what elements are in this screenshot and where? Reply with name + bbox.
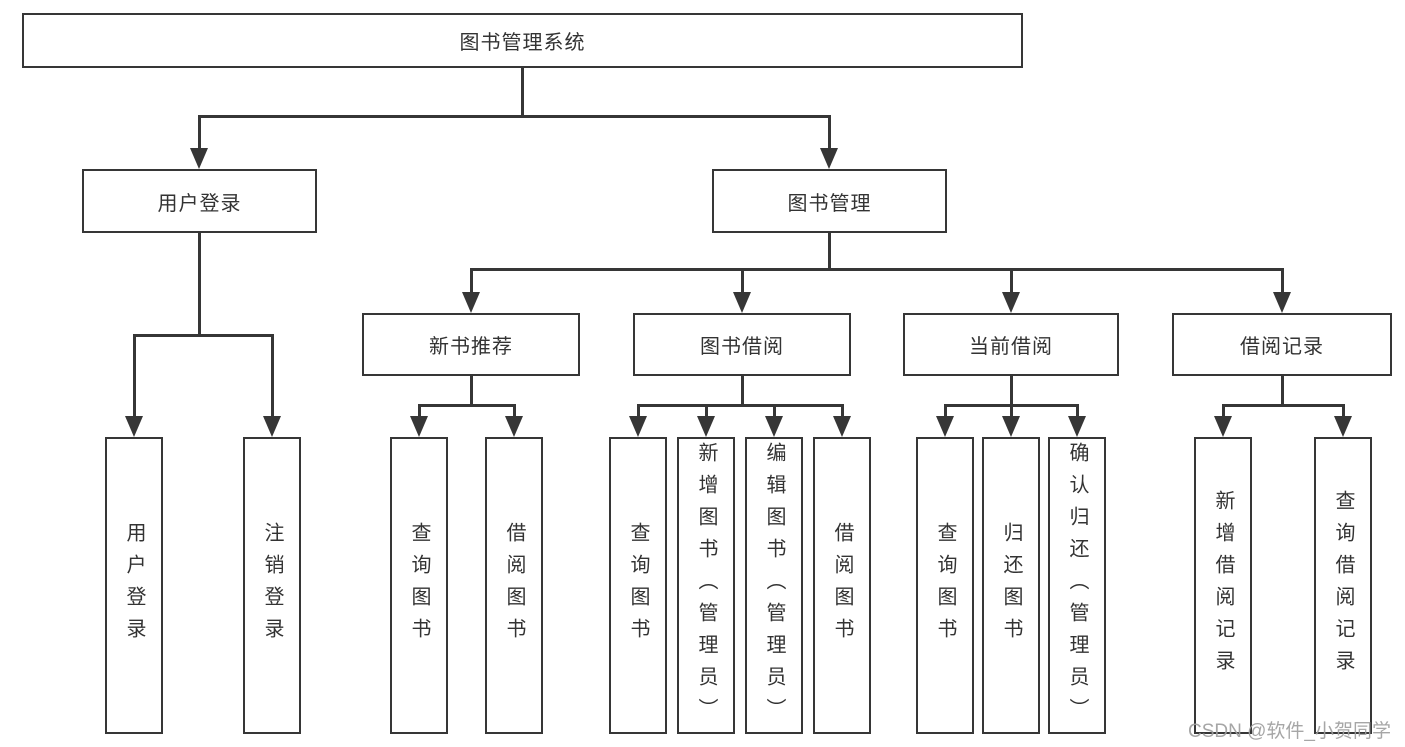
connector-to-bb-add (705, 404, 708, 418)
leaf-rec-borrow: 借阅图书 (485, 437, 543, 734)
connector-to-book-mgmt (828, 115, 831, 151)
connector-to-logout (271, 334, 274, 416)
arrowhead-rec-borrow (505, 416, 523, 437)
node-root: 图书管理系统 (22, 13, 1023, 68)
node-book-borrow: 图书借阅 (633, 313, 851, 376)
connector-root-trunk (521, 68, 524, 116)
arrowhead-logout (263, 416, 281, 437)
node-user-login-label: 用户登录 (157, 192, 242, 215)
leaf-cb-confirm: 确认归还（管理员） (1048, 437, 1106, 734)
leaf-rec-query: 查询图书 (390, 437, 448, 734)
arrowhead-rec-query (410, 416, 428, 437)
connector-to-br-add (1222, 404, 1225, 418)
leaf-bb-edit: 编辑图书（管理员） (745, 437, 803, 734)
leaf-bb-borrow-label: 借阅图书 (831, 521, 853, 650)
leaf-logout-label: 注销登录 (261, 521, 283, 650)
arrowhead-borrow-record (1273, 292, 1291, 313)
connector-to-bb-query (637, 404, 640, 418)
leaf-br-add: 新增借阅记录 (1194, 437, 1252, 734)
node-root-label: 图书管理系统 (459, 32, 586, 54)
connector-borrow-record-trunk (1281, 376, 1284, 406)
csdn-watermark: CSDN @软件_小贺同学 (1188, 721, 1391, 742)
node-user-login: 用户登录 (82, 169, 317, 233)
connector-user-login-trunk (198, 233, 201, 336)
node-book-mgmt-label: 图书管理 (787, 192, 872, 215)
node-current-borrow: 当前借阅 (903, 313, 1119, 376)
node-borrow-record: 借阅记录 (1172, 313, 1392, 376)
connector-user-login-horizontal (133, 334, 273, 337)
connector-new-book-rec-horizontal (418, 404, 515, 407)
connector-current-borrow-trunk (1010, 376, 1013, 406)
connector-to-user-login (198, 115, 201, 151)
connector-borrow-record-horizontal (1222, 404, 1343, 407)
node-borrow-record-label: 借阅记录 (1240, 336, 1324, 358)
connector-book-borrow-trunk (741, 376, 744, 406)
leaf-bb-query: 查询图书 (609, 437, 667, 734)
connector-book-mgmt-trunk (828, 233, 831, 270)
connector-new-book-rec-trunk (470, 376, 473, 406)
node-new-book-rec: 新书推荐 (362, 313, 580, 376)
arrowhead-user-login (190, 148, 208, 169)
leaf-bb-edit-label: 编辑图书（管理员） (763, 441, 785, 730)
arrowhead-br-query (1334, 416, 1352, 437)
leaf-rec-borrow-label: 借阅图书 (503, 521, 525, 650)
leaf-cb-return: 归还图书 (982, 437, 1040, 734)
arrowhead-book-borrow (733, 292, 751, 313)
node-book-mgmt: 图书管理 (712, 169, 947, 233)
leaf-logout: 注销登录 (243, 437, 301, 734)
connector-to-login (133, 334, 136, 416)
leaf-rec-query-label: 查询图书 (408, 521, 430, 650)
arrowhead-br-add (1214, 416, 1232, 437)
connector-to-book-borrow (741, 268, 744, 292)
leaf-bb-add-label: 新增图书（管理员） (695, 441, 717, 730)
leaf-bb-query-label: 查询图书 (627, 521, 649, 650)
arrowhead-bb-borrow (833, 416, 851, 437)
leaf-login: 用户登录 (105, 437, 163, 734)
arrowhead-bb-query (629, 416, 647, 437)
connector-book-borrow-horizontal (637, 404, 843, 407)
connector-to-cb-query (944, 404, 947, 418)
connector-to-rec-borrow (513, 404, 516, 418)
connector-to-br-query (1342, 404, 1345, 418)
arrowhead-book-mgmt (820, 148, 838, 169)
leaf-bb-borrow: 借阅图书 (813, 437, 871, 734)
connector-to-bb-borrow (841, 404, 844, 418)
leaf-br-query: 查询借阅记录 (1314, 437, 1372, 734)
connector-to-cb-return (1010, 404, 1013, 418)
leaf-cb-confirm-label: 确认归还（管理员） (1066, 441, 1088, 730)
arrowhead-cb-query (936, 416, 954, 437)
leaf-cb-query-label: 查询图书 (934, 521, 956, 650)
leaf-cb-return-label: 归还图书 (1000, 521, 1022, 650)
node-book-borrow-label: 图书借阅 (700, 336, 784, 358)
node-new-book-rec-label: 新书推荐 (429, 336, 513, 358)
connector-level2-horizontal (198, 115, 830, 118)
leaf-br-add-label: 新增借阅记录 (1212, 489, 1234, 682)
arrowhead-new-book-rec (462, 292, 480, 313)
arrowhead-bb-edit (765, 416, 783, 437)
connector-to-new-book-rec (470, 268, 473, 292)
connector-to-rec-query (418, 404, 421, 418)
arrowhead-cb-return (1002, 416, 1020, 437)
leaf-br-query-label: 查询借阅记录 (1332, 489, 1354, 682)
arrowhead-login (125, 416, 143, 437)
node-current-borrow-label: 当前借阅 (969, 336, 1053, 358)
connector-to-bb-edit (773, 404, 776, 418)
connector-to-cb-confirm (1076, 404, 1079, 418)
arrowhead-cb-confirm (1068, 416, 1086, 437)
leaf-bb-add: 新增图书（管理员） (677, 437, 735, 734)
arrowhead-current-borrow (1002, 292, 1020, 313)
connector-level3-horizontal (470, 268, 1283, 271)
connector-to-borrow-record (1281, 268, 1284, 292)
connector-to-current-borrow (1010, 268, 1013, 292)
leaf-login-label: 用户登录 (123, 521, 145, 650)
arrowhead-bb-add (697, 416, 715, 437)
leaf-cb-query: 查询图书 (916, 437, 974, 734)
